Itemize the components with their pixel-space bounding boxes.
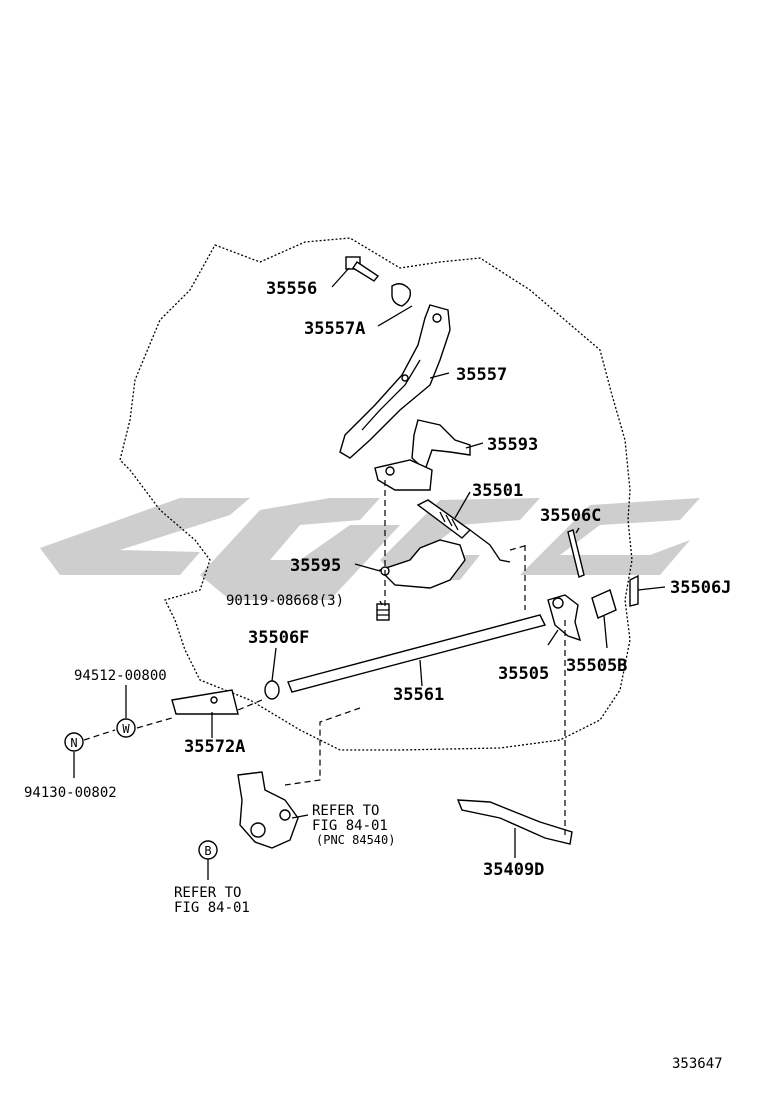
pin-35506c bbox=[567, 529, 585, 578]
label-35506f: 35506F bbox=[248, 628, 309, 648]
svg-text:REFER TO: REFER TO bbox=[312, 803, 379, 819]
assembly-dashes bbox=[83, 480, 566, 835]
label-35505b: 35505B bbox=[566, 656, 627, 676]
clamp-35572a bbox=[171, 689, 239, 715]
marker-w: W bbox=[116, 718, 136, 738]
svg-text:FIG 84-01: FIG 84-01 bbox=[174, 900, 250, 916]
label-35506c: 35506C bbox=[540, 506, 601, 526]
bracket-35595 bbox=[378, 539, 466, 589]
seal-35506f bbox=[264, 680, 280, 700]
clip-35506j bbox=[629, 574, 639, 607]
label-35506j: 35506J bbox=[670, 578, 731, 598]
bracket-35557 bbox=[339, 304, 451, 459]
neutral-start-switch bbox=[237, 771, 299, 849]
bolt-90119 bbox=[376, 603, 390, 621]
marker-b: B bbox=[198, 840, 218, 860]
label-35501: 35501 bbox=[472, 481, 523, 501]
label-35557a: 35557A bbox=[304, 319, 365, 339]
svg-text:FIG 84-01: FIG 84-01 bbox=[312, 818, 388, 834]
svg-text:REFER TO: REFER TO bbox=[174, 885, 241, 901]
shaft-35501 bbox=[416, 499, 511, 563]
grommet-35557a bbox=[391, 283, 412, 307]
svg-text:W: W bbox=[122, 722, 130, 736]
label-35595: 35595 bbox=[290, 556, 341, 576]
cover-35593 bbox=[411, 419, 471, 472]
svg-text:N: N bbox=[70, 736, 77, 750]
shaft-35561 bbox=[287, 614, 547, 693]
refer-note-sensor: REFER TO FIG 84-01 (PNC 84540) bbox=[312, 803, 395, 847]
label-35505: 35505 bbox=[498, 664, 549, 684]
bushing-35505b bbox=[591, 589, 617, 619]
label-90119: 90119-08668(3) bbox=[226, 593, 344, 609]
label-35572a: 35572A bbox=[184, 737, 245, 757]
svg-text:(PNC 84540): (PNC 84540) bbox=[316, 833, 395, 847]
refer-note-b: REFER TO FIG 84-01 bbox=[174, 885, 250, 916]
svg-text:B: B bbox=[204, 844, 211, 858]
label-94130: 94130-00802 bbox=[24, 785, 117, 801]
leader-lines bbox=[73, 267, 666, 880]
label-35561: 35561 bbox=[393, 685, 444, 705]
plate-upper bbox=[374, 459, 433, 491]
lever-35505 bbox=[547, 594, 582, 642]
label-35557: 35557 bbox=[456, 365, 507, 385]
label-94512: 94512-00800 bbox=[74, 668, 167, 684]
transmission-case-outline bbox=[119, 237, 633, 751]
label-35409d: 35409D bbox=[483, 860, 544, 880]
figure-number: 353647 bbox=[672, 1056, 723, 1072]
label-35593: 35593 bbox=[487, 435, 538, 455]
lever-35409d bbox=[456, 799, 573, 845]
label-35556: 35556 bbox=[266, 279, 317, 299]
marker-n: N bbox=[64, 732, 84, 752]
bolt-35556 bbox=[345, 256, 380, 282]
